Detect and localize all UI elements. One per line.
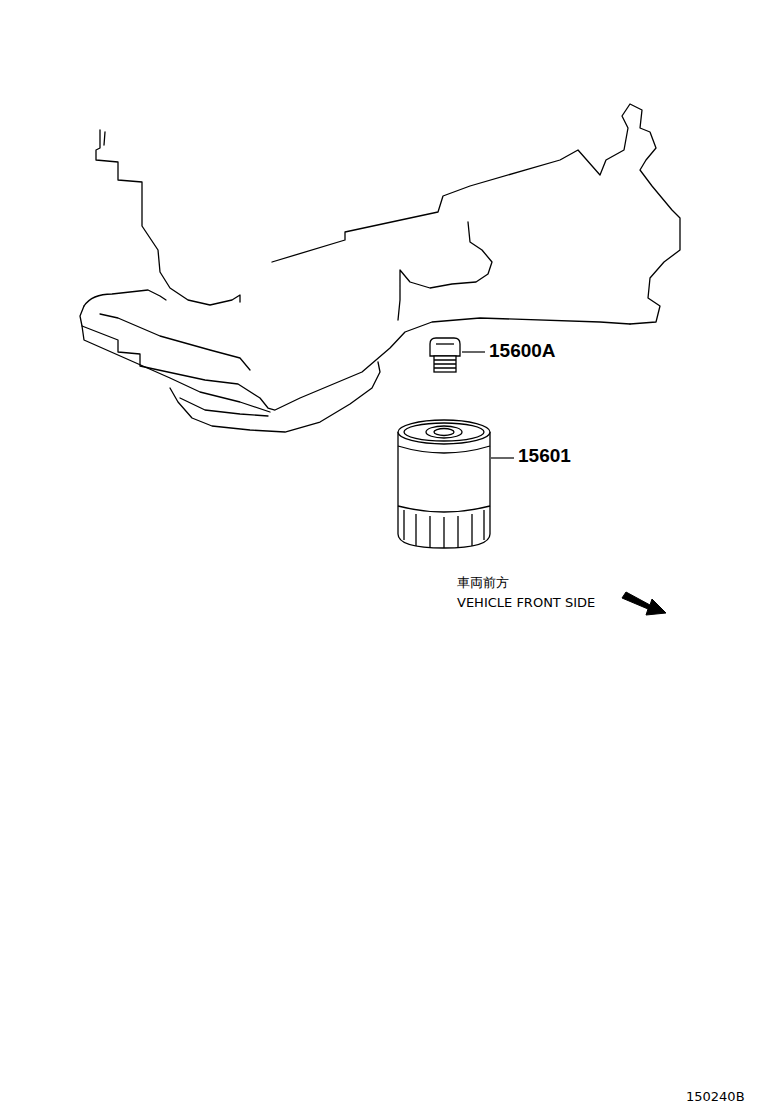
callout-number: 15601 <box>518 446 571 467</box>
direction-note: 車両前方 <box>457 576 509 590</box>
figure-number: 150240B <box>686 1090 745 1104</box>
direction-note: VEHICLE FRONT SIDE <box>457 596 595 610</box>
callout-number: 15600A <box>489 341 556 362</box>
